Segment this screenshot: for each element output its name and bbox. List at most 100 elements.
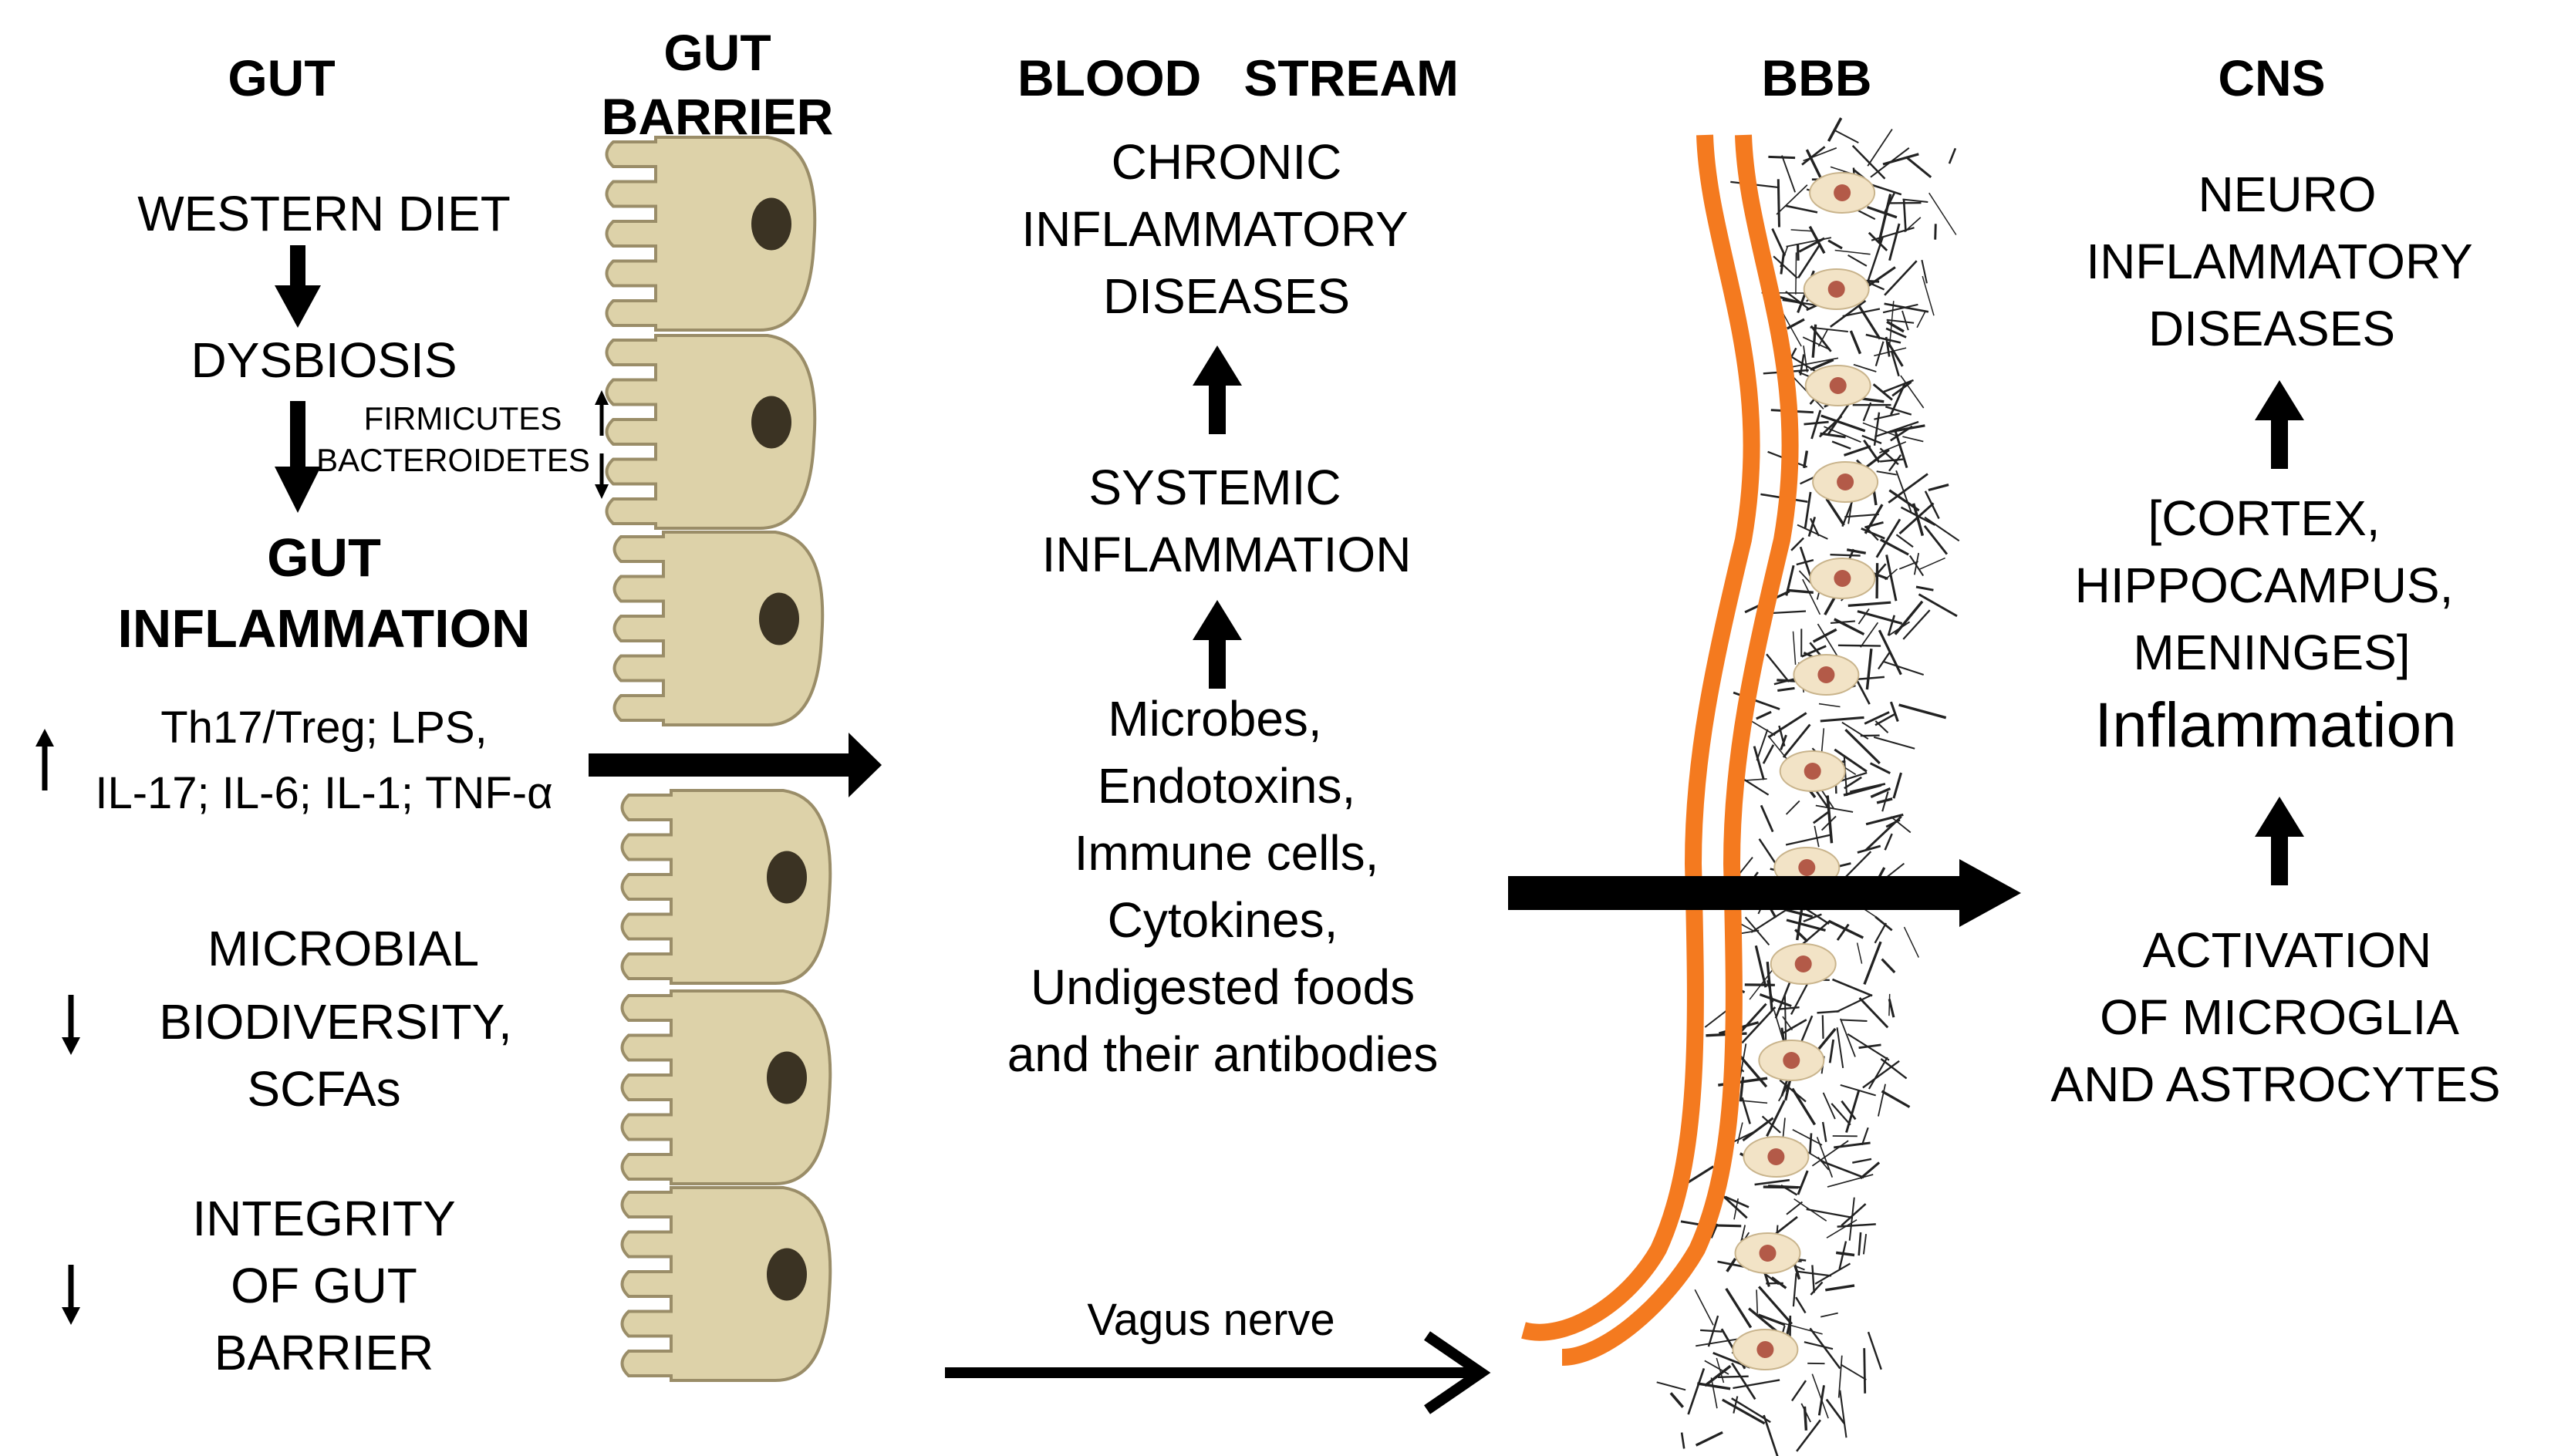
arrow-systemic-to-chronic: [1193, 345, 1242, 434]
neuron-branch: [1810, 325, 1832, 352]
neuron-branch: [1781, 155, 1796, 193]
neuron-branch: [1875, 518, 1901, 558]
neuron-branch: [1796, 1419, 1821, 1452]
neuron-branch: [1803, 345, 1808, 372]
neuron-nucleus: [1794, 956, 1812, 972]
neuron-branch: [1794, 929, 1809, 942]
neuron-branch: [1867, 205, 1898, 219]
agent-endotoxins: Endotoxins,: [1097, 758, 1356, 814]
neuron-branch: [1870, 787, 1891, 798]
neuron-branch: [1791, 1087, 1817, 1126]
neuron-branch: [1786, 1318, 1792, 1334]
epithelial-cell: [620, 789, 832, 985]
epithelial-cell: [620, 989, 832, 1185]
chronic-line3: DISEASES: [1102, 268, 1351, 324]
neuron-branch: [1809, 1133, 1813, 1154]
neuron-branch: [1923, 525, 1949, 555]
neuron-branch: [1874, 915, 1893, 932]
neuron-branch: [1790, 229, 1812, 232]
neuron-branch: [1885, 554, 1898, 602]
neuron-branch: [1902, 609, 1931, 640]
neuron-branch: [1776, 184, 1808, 215]
gut-inflammation-line2: INFLAMMATION: [117, 598, 531, 659]
neuron-branch: [1841, 1019, 1868, 1023]
neuron-branch: [1784, 908, 1814, 918]
neuron-branch: [1785, 565, 1795, 596]
neuron-branch: [1814, 825, 1820, 848]
neuron-branch: [1820, 1312, 1838, 1318]
neuron-branch: [1825, 1398, 1845, 1424]
neuron-nucleus: [1834, 184, 1851, 201]
neuron-branch: [1796, 1270, 1832, 1277]
neuron-branch: [1790, 537, 1804, 551]
neuron-branch: [1710, 1377, 1718, 1409]
neuron-branch: [1874, 347, 1907, 357]
neuron-branch: [1834, 748, 1868, 773]
header-gut: GUT: [228, 49, 336, 106]
neuron-branch: [1869, 762, 1891, 774]
neuron-branch: [1756, 729, 1769, 761]
header-gut-barrier-line1: GUT: [663, 24, 771, 81]
neuron-branch: [1874, 420, 1919, 438]
neuron-branch: [1825, 1284, 1855, 1292]
neuron-branch: [1797, 524, 1828, 540]
neuron-branch: [1921, 259, 1928, 284]
arrow-diet-to-dysbiosis: [275, 245, 321, 328]
neuron-branch: [1895, 534, 1914, 548]
neuron-branch: [1817, 329, 1829, 347]
neuron-branch: [1889, 701, 1899, 723]
agent-antibodies: and their antibodies: [1007, 1026, 1439, 1082]
neuron-branch: [1831, 1103, 1851, 1126]
epithelial-cell-body: [605, 334, 817, 530]
neuron-branch: [1697, 1382, 1731, 1390]
neuron-branch: [1799, 1015, 1814, 1046]
neuron-branch: [1902, 436, 1924, 443]
neuron-branch: [1733, 1379, 1780, 1390]
header-bbb: BBB: [1761, 49, 1872, 106]
neuron-branch: [1858, 209, 1876, 221]
neuron-branch: [1768, 1185, 1800, 1188]
neuron-branch: [1777, 1006, 1800, 1010]
neuron-branch: [1886, 341, 1904, 367]
neuron-branch: [1928, 484, 1949, 492]
neuron-branch: [1812, 811, 1831, 824]
agent-immune-cells: Immune cells,: [1074, 825, 1379, 881]
integrity-line1: INTEGRITY: [192, 1191, 456, 1246]
arrow-regions-to-neuro: [2255, 380, 2304, 469]
neuron-branch: [1900, 375, 1925, 409]
neuron-nucleus: [1817, 666, 1835, 683]
regions-line1: [CORTEX,: [2148, 490, 2381, 546]
neuron-branch: [1874, 413, 1900, 420]
agent-microbes: Microbes,: [1108, 691, 1322, 747]
neuron-branch: [1847, 601, 1891, 607]
epithelial-cell-body: [620, 789, 832, 985]
neuron-branch: [1786, 588, 1814, 594]
neuron-branch: [1841, 1100, 1857, 1121]
neuron-branch: [1928, 192, 1957, 235]
neuron-branch: [1834, 618, 1865, 636]
neuron-branch: [1804, 1341, 1834, 1350]
neuron-branch: [1881, 1090, 1911, 1108]
cell-nucleus: [767, 1051, 807, 1104]
neuron-branch: [1817, 1156, 1830, 1171]
header-cns: CNS: [2218, 49, 2326, 106]
neuron-branch: [1811, 1373, 1829, 1419]
arrow-agents-to-systemic: [1193, 600, 1242, 689]
neuron-branch: [1767, 712, 1807, 739]
neuron-branch: [1771, 228, 1787, 257]
neuron-branch: [1792, 1129, 1823, 1146]
neuron-branch: [1922, 275, 1935, 316]
neuron-branch: [1841, 1203, 1867, 1227]
neuron-branch: [1878, 1084, 1886, 1117]
neuron-branch: [1878, 194, 1892, 243]
neuron-branch: [1878, 650, 1891, 670]
neuron-branch: [1797, 244, 1821, 279]
epithelial-cell-body: [620, 1186, 832, 1382]
neuron-branch: [1815, 804, 1854, 813]
neuron-branch: [1841, 721, 1869, 740]
activation-line2: OF MICROGLIA: [2100, 989, 2459, 1045]
neuron-branch: [1888, 473, 1928, 504]
neuron-branch: [1918, 557, 1945, 571]
neuron-branch: [1861, 434, 1882, 445]
